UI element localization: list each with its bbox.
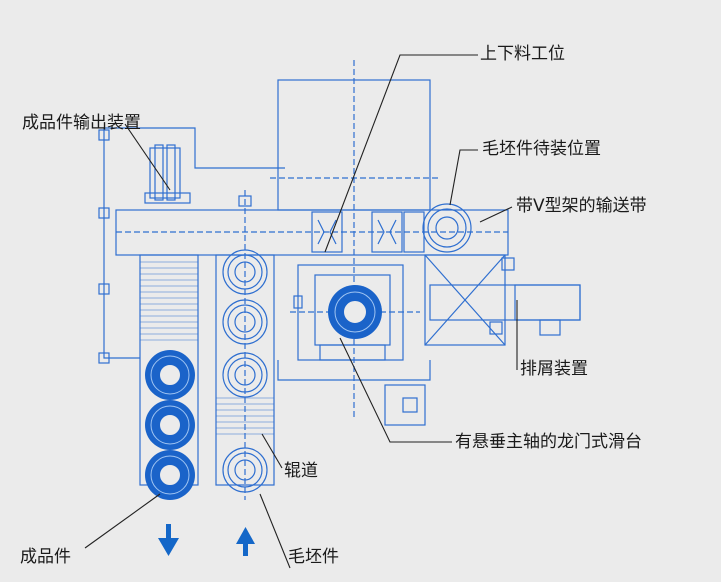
arrow-up-icon (236, 527, 255, 556)
leader-lines (84, 54, 518, 569)
label-roller-track: 辊道 (284, 461, 318, 481)
label-loading-station: 上下料工位 (480, 44, 565, 64)
label-v-rack-conveyor: 带V型架的输送带 (516, 196, 647, 216)
flow-arrows (158, 524, 255, 556)
blank-waiting-ring (422, 203, 472, 253)
blank-rings-track (222, 249, 268, 493)
label-blank-part: 毛坯件 (288, 547, 339, 567)
motor-block (384, 384, 426, 426)
label-finished-output-device: 成品件输出装置 (22, 113, 141, 133)
arrow-down-icon (158, 524, 179, 556)
output-device-body (149, 147, 181, 199)
label-gantry-slide: 有悬垂主轴的龙门式滑台 (455, 432, 642, 452)
chip-removal-housing (424, 254, 506, 346)
part-on-spindle (328, 285, 382, 339)
label-blank-waiting-position: 毛坯件待装位置 (482, 139, 601, 159)
roller-lines-left (140, 261, 198, 341)
label-chip-removal-device: 排屑装置 (520, 359, 588, 379)
label-finished-part: 成品件 (20, 547, 71, 567)
finished-parts (145, 285, 382, 500)
left-frame (103, 128, 140, 359)
